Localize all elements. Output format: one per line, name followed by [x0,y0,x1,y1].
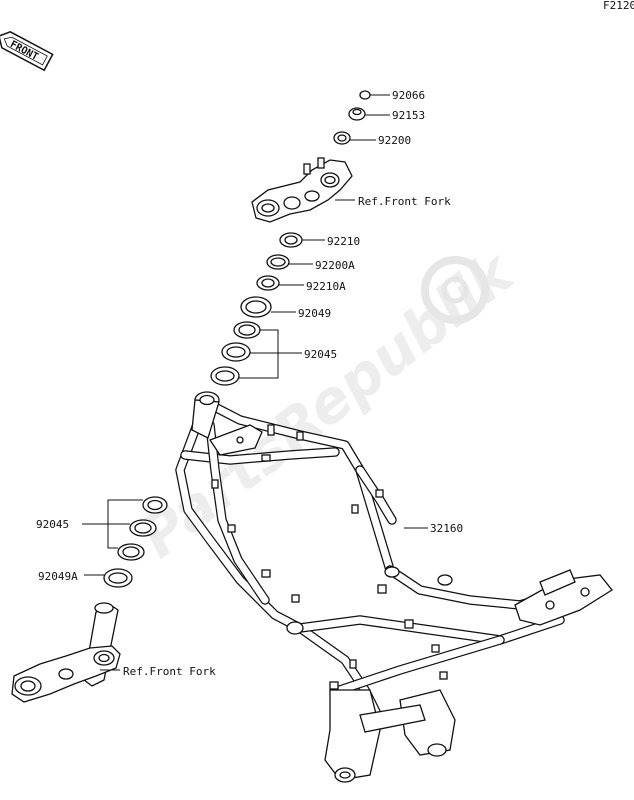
label-92210A: 92210A [306,280,346,293]
callout-92066: 92066 [370,89,425,102]
part-92045-upper-b [221,342,251,362]
part-92045-lower-b [129,519,157,537]
label-ref-front-fork-top: Ref.Front Fork [358,195,451,208]
figure-code: F2120 [603,0,634,12]
callout-32160: 32160 [404,522,463,535]
part-92200 [333,131,351,145]
callout-92045-bottom: 92045 [36,499,143,549]
label-92210: 92210 [327,235,360,248]
label-92045-top: 92045 [304,348,337,361]
callout-92049A: 92049A [38,570,104,583]
label-32160: 32160 [430,522,463,535]
callout-ref-front-fork-bottom: Ref.Front Fork [100,665,216,678]
label-92049A: 92049A [38,570,78,583]
main-frame-32160 [175,391,613,783]
upper-triple-clamp [251,157,353,223]
part-92066 [359,90,371,100]
front-arrow-icon: FRONT [0,31,54,72]
callout-92049: 92049 [271,307,331,320]
callout-92200A: 92200A [289,259,355,272]
lower-triple-clamp [11,602,121,703]
watermark-gear-icon [421,256,489,324]
part-92049A [103,568,133,588]
label-92066: 92066 [392,89,425,102]
part-92045-upper-c [210,366,240,386]
label-92200: 92200 [378,134,411,147]
part-92045-upper-a [233,321,261,339]
label-92049: 92049 [298,307,331,320]
part-92045-lower-c [117,543,145,561]
label-92045-bottom: 92045 [36,518,69,531]
part-92210A [256,275,280,291]
callout-ref-front-fork-top: Ref.Front Fork [335,195,451,208]
label-ref-front-fork-bottom: Ref.Front Fork [123,665,216,678]
callout-92200: 92200 [350,134,411,147]
label-92153: 92153 [392,109,425,122]
callout-92045-top: 92045 [238,329,337,379]
callout-92153: 92153 [365,109,425,122]
label-92200A: 92200A [315,259,355,272]
part-92045-lower-a [142,496,168,514]
part-92200A [266,254,290,270]
part-92153 [348,107,366,121]
callout-92210: 92210 [302,235,360,248]
callout-92210A: 92210A [279,280,346,293]
part-92210 [279,232,303,248]
part-92049 [240,296,272,318]
